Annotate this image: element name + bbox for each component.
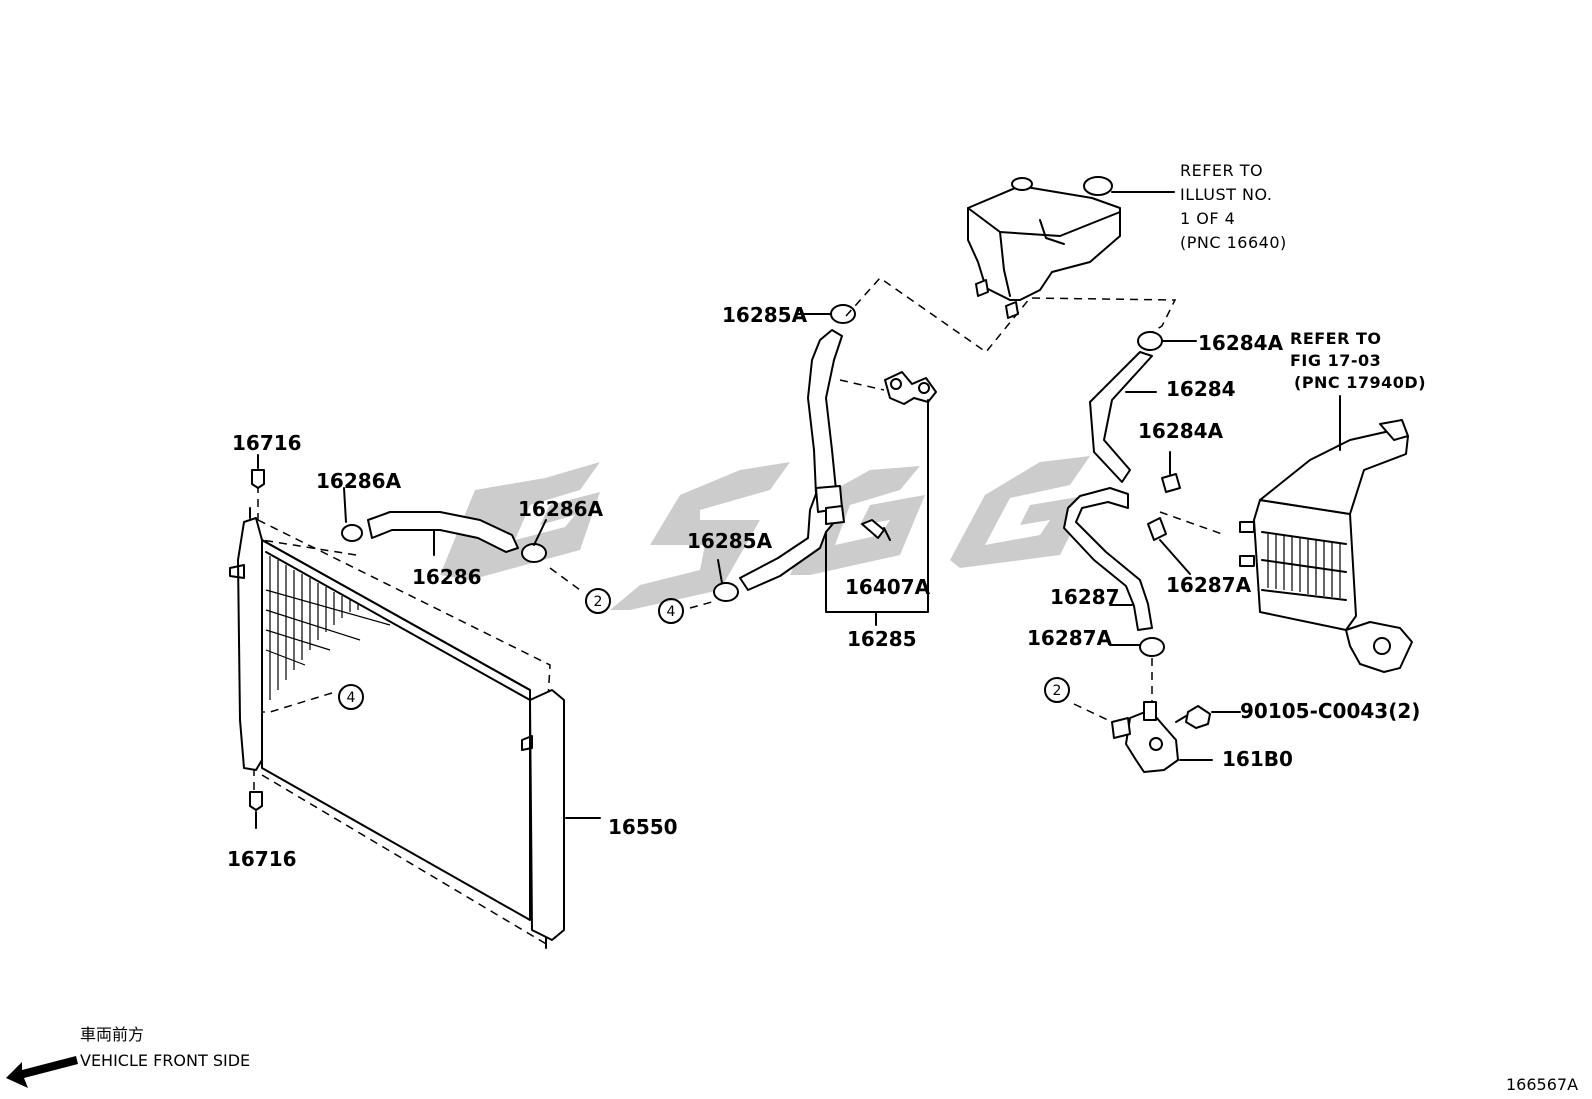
- clamp-16285A-top: [797, 304, 856, 324]
- hose-bracket: [839, 371, 937, 405]
- radiator-fins: [265, 556, 391, 700]
- svg-text:REFER TO: REFER TO: [1180, 161, 1263, 180]
- svg-text:2: 2: [1053, 683, 1062, 699]
- hose-16284: [1089, 351, 1157, 483]
- callout-circle-2-hose: 2: [585, 588, 611, 614]
- callout-circle-4-radiator: 4: [338, 684, 364, 710]
- grommet-16716-top: [251, 454, 265, 489]
- label-90105: 90105-C0043(2): [1240, 699, 1420, 723]
- svg-text:FIG 17-03: FIG 17-03: [1290, 351, 1381, 370]
- direction-en: VEHICLE FRONT SIDE: [80, 1051, 250, 1070]
- label-161B0: 161B0: [1222, 747, 1293, 771]
- front-direction-indicator: 車両前方 VEHICLE FRONT SIDE: [6, 1025, 250, 1088]
- svg-text:2: 2: [594, 594, 603, 610]
- note-reservoir: REFER TO ILLUST NO. 1 OF 4 (PNC 16640): [1180, 161, 1287, 252]
- label-16286A-left: 16286A: [316, 469, 402, 493]
- svg-text:4: 4: [347, 690, 356, 706]
- sensor-16407A: [861, 519, 891, 541]
- direction-jp: 車両前方: [80, 1025, 144, 1044]
- grommet-16716-bottom: [249, 791, 263, 829]
- leader-dash-c2: [549, 567, 581, 591]
- svg-text:(PNC 16640): (PNC 16640): [1180, 233, 1287, 252]
- label-16285A-top: 16285A: [722, 303, 808, 327]
- svg-text:ILLUST NO.: ILLUST NO.: [1180, 185, 1272, 204]
- clamp-16287A-right: [1147, 511, 1223, 575]
- callout-circle-4-hose: 4: [658, 598, 684, 624]
- label-16285: 16285: [847, 627, 917, 651]
- label-16716-top: 16716: [232, 431, 302, 455]
- water-pump-161B0: [1073, 701, 1213, 773]
- label-16287A-right: 16287A: [1166, 573, 1252, 597]
- note-intercooler: REFER TO FIG 17-03 (PNC 17940D): [1290, 329, 1426, 392]
- label-16407A: 16407A: [845, 575, 931, 599]
- clamp-16284A-top: [1137, 331, 1197, 351]
- label-16284A-mid: 16284A: [1138, 419, 1224, 443]
- watermark-logo: [440, 456, 1090, 610]
- label-16286: 16286: [412, 565, 482, 589]
- leader-dash-hose-radiator: [261, 539, 357, 556]
- label-16285A-lower: 16285A: [687, 529, 773, 553]
- leader-dash-c4-hose: [689, 601, 713, 609]
- coolant-reservoir: [967, 176, 1175, 319]
- leader-dash-reservoir: [845, 277, 1177, 354]
- svg-text:(PNC 17940D): (PNC 17940D): [1294, 373, 1426, 392]
- svg-text:1 OF 4: 1 OF 4: [1180, 209, 1235, 228]
- label-16550: 16550: [608, 815, 678, 839]
- svg-text:4: 4: [667, 604, 676, 620]
- clamp-16284A-mid: [1161, 451, 1181, 493]
- hose-16287: [1063, 487, 1153, 631]
- label-16287A-lower: 16287A: [1027, 626, 1113, 650]
- intercooler: [1239, 395, 1413, 673]
- clamp-16287A-lower: [1109, 637, 1165, 706]
- leader-dash-c4-radiator: [262, 692, 333, 713]
- label-16716-bottom: 16716: [227, 847, 297, 871]
- label-16286A-right: 16286A: [518, 497, 604, 521]
- clamp-16286A-right: [521, 519, 547, 563]
- label-16284: 16284: [1166, 377, 1236, 401]
- label-16287: 16287: [1050, 585, 1120, 609]
- clamp-16285A-lower: [713, 559, 739, 602]
- svg-text:REFER TO: REFER TO: [1290, 329, 1382, 348]
- arrow-left-icon: [6, 1056, 78, 1088]
- callout-circle-2-pump: 2: [1044, 677, 1070, 703]
- clamp-16286A-left: [341, 487, 363, 542]
- label-16284A-top: 16284A: [1198, 331, 1284, 355]
- bolt-90105: [1175, 705, 1241, 729]
- hose-16285: [739, 329, 845, 591]
- hose-16286: [367, 511, 519, 556]
- figure-id: 166567A: [1506, 1075, 1578, 1094]
- radiator: [229, 485, 601, 949]
